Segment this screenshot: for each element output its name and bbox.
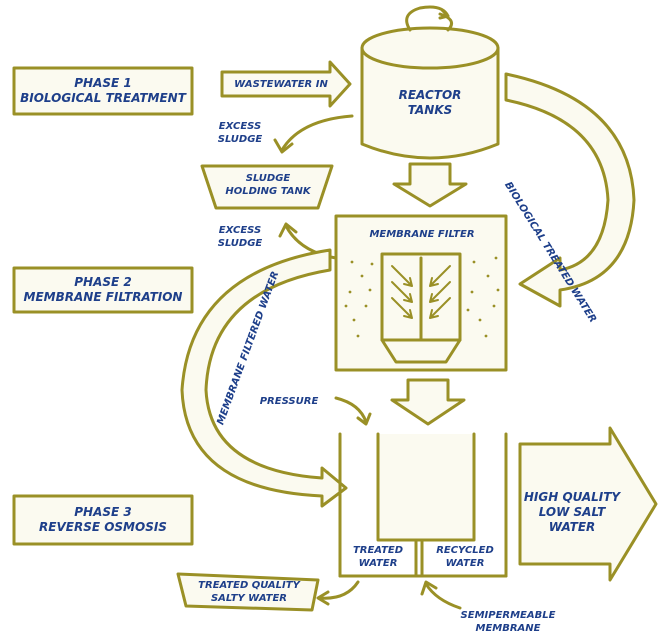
excess-sludge-top-label: EXCESS SLUDGE	[217, 121, 263, 145]
phase-3-label: PHASE 3 REVERSE OSMOSIS	[39, 505, 167, 534]
phase-1-label: PHASE 1 BIOLOGICAL TREATMENT	[20, 76, 186, 105]
semipermeable-label: SEMIPERMEABLE MEMBRANE	[460, 610, 556, 634]
wastewater-in-label: WASTEWATER IN	[234, 79, 328, 90]
pressure-arrow	[334, 396, 368, 424]
down-arrow-1	[392, 162, 468, 208]
wastewater-in-arrow	[220, 60, 352, 108]
pressure-label: PRESSURE	[259, 396, 319, 407]
sludge-holding-tank	[200, 164, 334, 210]
phase-1-box	[12, 66, 194, 116]
biological-treated-water-arrow	[504, 72, 636, 308]
membrane-filter-label: MEMBRANE FILTER	[369, 229, 475, 240]
excess-sludge-bottom-label: EXCESS SLUDGE	[217, 225, 263, 249]
phase-2-box	[12, 266, 194, 314]
semipermeable-arrow	[424, 582, 462, 610]
excess-sludge-arrow-top	[280, 114, 354, 152]
treated-quality-box	[176, 572, 320, 612]
particles	[344, 256, 500, 338]
treated-water-label: TREATED WATER	[352, 545, 404, 569]
sludge-holding-tank-label: SLUDGE HOLDING TANK	[225, 173, 311, 197]
reactor-mixer-icon	[405, 5, 454, 32]
flow-arrows	[391, 265, 451, 319]
down-arrow-2	[390, 378, 466, 426]
reactor-tanks-label: REACTOR TANKS	[398, 88, 462, 117]
treated-quality-label: TREATED QUALITY SALTY WATER	[198, 580, 300, 604]
membrane-collector	[380, 338, 462, 364]
reverse-osmosis-vessel	[338, 432, 508, 578]
reactor-tank	[360, 5, 500, 160]
recycled-water-label: RECYCLED WATER	[436, 545, 494, 569]
treated-quality-arrow	[318, 580, 360, 600]
phase-3-box	[12, 494, 194, 546]
high-quality-arrow	[518, 426, 658, 582]
phase-2-label: PHASE 2 MEMBRANE FILTRATION	[23, 275, 183, 304]
membrane-filtered-water-arrow	[180, 248, 348, 508]
high-quality-label: HIGH QUALITY LOW SALT WATER	[523, 490, 621, 534]
